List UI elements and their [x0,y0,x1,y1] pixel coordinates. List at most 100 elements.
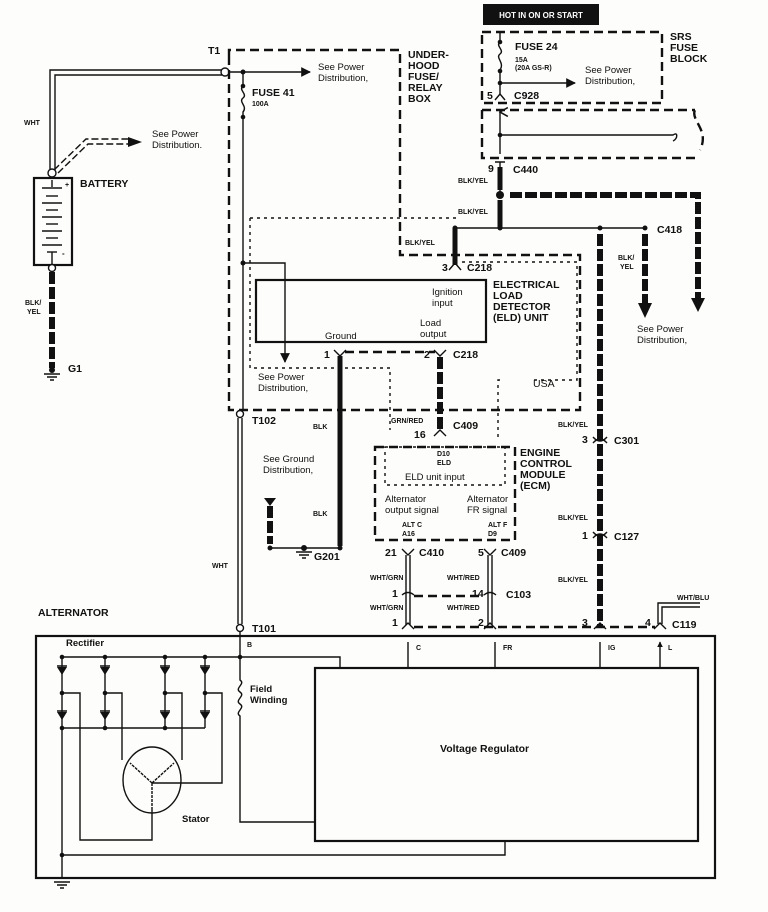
battery-minus: - [62,249,65,258]
diagram-label: C440 [513,164,538,176]
diagram-label: 2 [478,617,484,629]
voltage-regulator [313,666,700,843]
diagram-label: RELAY [408,82,443,94]
diagram-label: HOOD [408,60,440,72]
diagram-label: 1 [582,530,588,542]
diagram-label: WHT/RED [447,575,480,582]
diagram-label: YEL [620,264,634,271]
wire-label: WHT [24,120,41,127]
terminal-label: T1 [208,45,220,57]
diagram-label: IG [608,645,616,652]
diagram-label: FR [503,645,512,652]
diagram-label: WHT/GRN [370,575,403,582]
diagram-label: 5 [478,547,484,559]
diagram-label: Ignition [432,287,463,298]
diagram-label: See Power [318,62,364,73]
diagram-label: Stator [182,814,210,825]
fuse-rating: 100A [252,101,269,108]
diagram-label: C301 [614,435,639,447]
diagram-label: BLK/YEL [458,178,489,185]
diagram-label: Distribution, [318,73,368,84]
diagram-label: BLK/YEL [558,422,589,429]
wire-label: BLK/ [25,300,41,307]
diagram-label: C103 [506,589,531,601]
battery-plus: + [65,182,69,189]
diagram-label: ALT C [402,522,422,529]
diagram-label: D10 [437,451,450,458]
wire-label: WHT [212,563,229,570]
diagram-label: (ELD) UNIT [493,312,549,324]
diagram-label: BLK/ [618,255,634,262]
diagram-label: WHT/RED [447,605,480,612]
ground-icon [54,881,70,889]
diagram-label: FR signal [467,505,507,516]
diagram-label: 21 [385,547,397,559]
svg-text:ALT FD9: ALT FD9 [488,522,508,538]
diagram-label: 16 [414,429,426,441]
ground-icon [44,373,60,381]
diagram-label: BLOCK [670,53,708,65]
diagram-label: WHT/BLU [677,595,709,602]
ground-label: G1 [68,363,82,375]
diagram-label: ELD [437,460,451,467]
diagram-label: BLK [313,424,327,431]
connector-c440: 9 C440 BLK/YEL BLK/YEL [458,161,705,312]
diagram-label: G201 [314,551,340,563]
diagram-label: T101 [252,623,276,635]
diagram-label: C410 [419,547,444,559]
hot-in-on-or-start-banner: HOT IN ON OR START [483,4,599,25]
diagram-label: Load [420,318,441,329]
battery: + - BATTERY [32,176,128,267]
diagram-label: BLK [313,511,327,518]
diagram-label: BLK/YEL [405,240,436,247]
diagram-label: SRS [670,31,692,43]
stator-icon [122,746,182,814]
diagram-label: BLK/YEL [558,515,589,522]
svg-text:BLK/YEL: BLK/YEL [25,300,41,316]
diagram-label: output signal [385,505,439,516]
diagram-label: (ECM) [520,480,550,492]
diagram-label: 3 [582,617,588,629]
diagram-label: input [432,298,453,309]
diagram-label: See Power [585,65,631,76]
diagram-label: D9 [488,531,497,538]
diagram-label: 1 [392,617,398,629]
diagram-label: MODULE [520,469,566,481]
diagram-label: Distribution, [263,465,313,476]
terminal-label: T102 [252,415,276,427]
wire-label: YEL [27,309,41,316]
battery-cells-icon [42,180,62,265]
diagram-label: L [668,645,673,652]
region-label: USA [533,378,555,390]
diagram-label: BOX [408,93,431,105]
diagram-label: Distribution, [637,335,687,346]
diagram-label: 2 [424,349,430,361]
diagram-label: C409 [501,547,526,559]
diagram-label: B [247,642,252,649]
diagram-label: BLK/YEL [558,577,589,584]
diagram-label: Field [250,684,272,695]
diagram-label: 1 [324,349,330,361]
diagram-label: C928 [514,90,539,102]
diagram-label: See Power [637,324,683,335]
svg-text:BLK/YEL: BLK/YEL [618,255,634,271]
diagram-label: Ground [325,331,357,342]
diagram-label: WHT/GRN [370,605,403,612]
